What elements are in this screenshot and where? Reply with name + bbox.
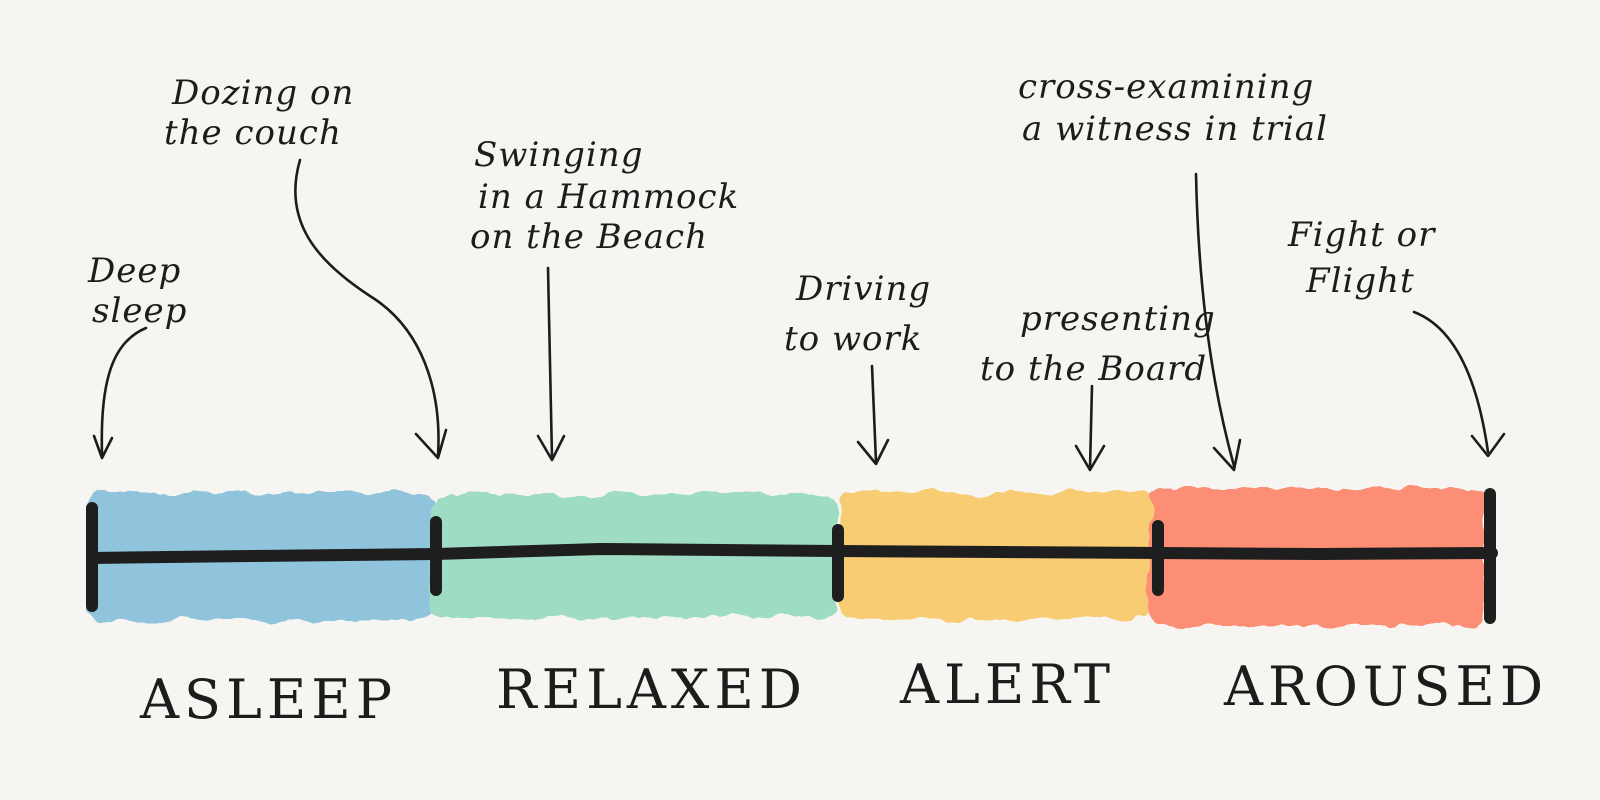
note-deep-sleep: Deep sleep xyxy=(87,251,193,331)
arrow-dozing-couch xyxy=(294,158,448,460)
annotation-notes: Deep sleep Dozing on the couch Swinging … xyxy=(87,67,1447,389)
note-dozing-couch: Dozing on the couch xyxy=(164,73,366,153)
arrow-fight-flight xyxy=(1412,310,1506,458)
note-driving-work: Driving to work xyxy=(784,269,943,359)
arrow-deep-sleep xyxy=(92,326,148,460)
note-fight-flight: Fight or Flight xyxy=(1287,215,1447,301)
arrow-driving-work xyxy=(856,364,890,466)
arrow-cross-examining xyxy=(1194,172,1242,472)
note-cross-examining: cross-examining a witness in trial xyxy=(1018,67,1328,149)
annotation-arrows xyxy=(92,158,1506,472)
state-label-aroused: AROUSED xyxy=(1223,655,1548,718)
note-presenting-board: presenting to the Board xyxy=(980,299,1228,389)
note-hammock-beach: Swinging in a Hammock on the Beach xyxy=(470,135,751,257)
zone-relaxed xyxy=(430,494,835,618)
arrow-hammock-beach xyxy=(536,266,566,462)
state-label-relaxed: RELAXED xyxy=(496,658,807,721)
state-label-asleep: ASLEEP xyxy=(139,668,397,731)
arrow-presenting-board xyxy=(1074,384,1106,472)
state-label-alert: ALERT xyxy=(899,653,1115,716)
boundary-ticks xyxy=(86,488,1496,624)
state-labels: ASLEEP RELAXED ALERT AROUSED xyxy=(139,653,1548,731)
